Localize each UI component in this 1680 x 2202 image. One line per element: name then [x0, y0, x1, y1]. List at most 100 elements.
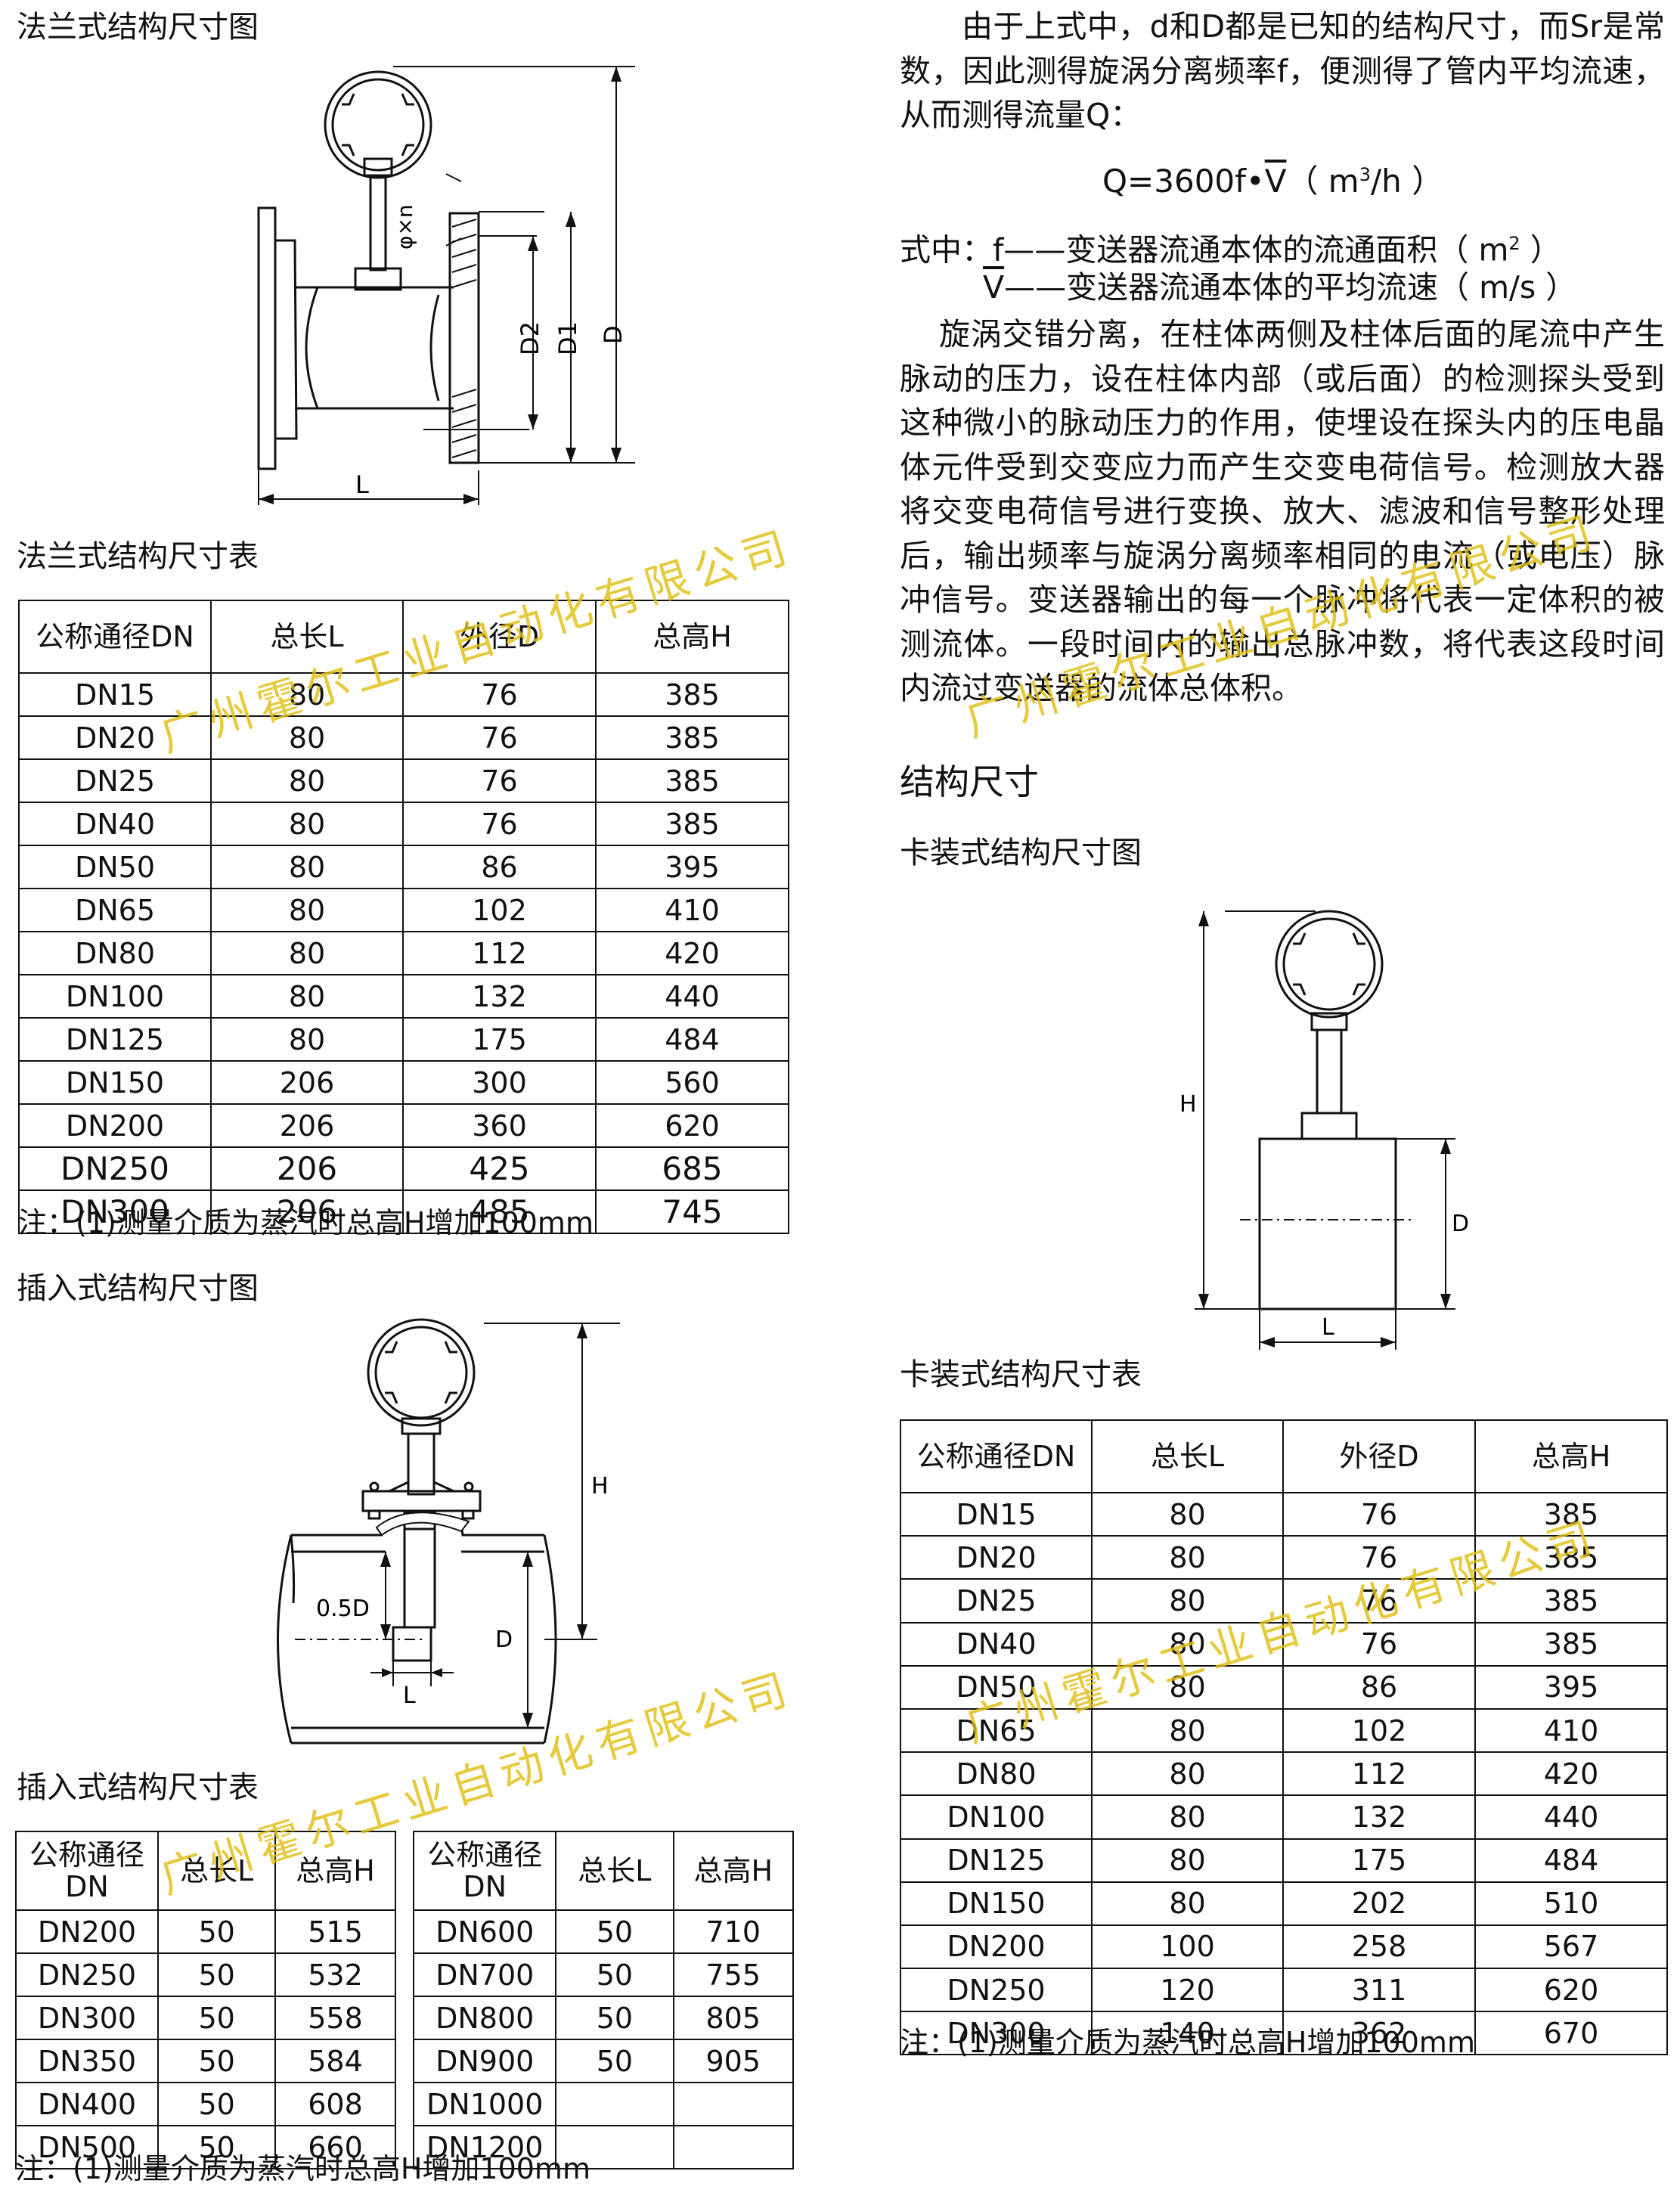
table-cell: 76 — [1282, 1491, 1476, 1537]
table-cell: 805 — [672, 1996, 795, 2040]
table-cell: 385 — [1474, 1535, 1668, 1580]
intro-paragraph: 由于上式中，d和D都是已知的结构尺寸，而Sr是常数，因此测得旋涡分离频率f，便测… — [900, 8, 1665, 133]
definition-f: 式中：f——变送器流通本体的流通面积（ m2 ） — [900, 231, 1561, 268]
table-cell: 710 — [672, 1909, 795, 1954]
flow-formula: Q=3600f•V（ m3/h ） — [1102, 155, 1443, 201]
table-cell: DN100 — [18, 974, 212, 1019]
table-cell: 80 — [210, 802, 404, 846]
table-cell: DN25 — [18, 758, 212, 803]
flange-note: 注：(1)测量介质为蒸汽时总高H增加100mm — [18, 1206, 594, 1239]
wafer-drawing: H D L — [1179, 910, 1469, 1350]
table-cell: 385 — [595, 715, 789, 760]
insertion-label-h: H — [591, 1473, 609, 1500]
table-cell: 76 — [1282, 1535, 1476, 1580]
table-cell: 50 — [555, 1909, 674, 1954]
table-gap — [394, 2039, 415, 2083]
wafer-label-l: L — [1322, 1314, 1334, 1341]
table-cell: 420 — [595, 931, 789, 975]
table-cell: DN600 — [413, 1909, 557, 1954]
table-cell: 80 — [1091, 1881, 1284, 1926]
header-height: 总高H — [274, 1831, 396, 1911]
table-cell: 420 — [1474, 1751, 1668, 1797]
table-cell: 80 — [1091, 1707, 1284, 1754]
table-cell: 258 — [1282, 1924, 1476, 1970]
table-cell: DN80 — [18, 931, 212, 975]
table-cell: 620 — [595, 1103, 789, 1148]
header-height: 总高H — [672, 1831, 795, 1911]
header-dn: 公称通径DN — [900, 1419, 1093, 1493]
flange-label-l: L — [355, 470, 369, 499]
table-gap — [394, 1953, 415, 1996]
table-cell: DN40 — [18, 802, 212, 846]
table-cell: 670 — [1474, 2011, 1668, 2056]
insertion-table-title: 插入式结构尺寸表 — [17, 1770, 259, 1805]
table-cell: 132 — [402, 974, 597, 1019]
table-cell: 206 — [210, 1103, 404, 1148]
header-height: 总高H — [595, 600, 789, 674]
table-cell: 50 — [157, 1909, 277, 1954]
table-cell: 80 — [210, 1017, 404, 1062]
table-cell: 206 — [210, 1146, 404, 1191]
table-cell: DN700 — [413, 1952, 557, 1997]
table-cell: 660 — [274, 2125, 396, 2169]
insertion-label-d: D — [495, 1627, 513, 1653]
table-cell: 510 — [1474, 1881, 1668, 1926]
table-cell — [555, 2082, 674, 2126]
table-cell: 50 — [157, 2039, 277, 2083]
table-cell: 360 — [402, 1103, 597, 1148]
header-dn: 公称通径DN — [18, 600, 212, 674]
table-cell: DN300 — [900, 2011, 1093, 2056]
table-cell: 560 — [595, 1060, 789, 1105]
table-cell: 50 — [157, 2125, 277, 2169]
flange-figure-title: 法兰式结构尺寸图 — [17, 10, 259, 45]
table-gap — [394, 2126, 415, 2169]
table-cell: 80 — [210, 974, 404, 1019]
flange-drawing: φ×n D2 D1 D L — [257, 66, 635, 505]
flange-label-d1: D1 — [553, 321, 582, 355]
table-cell: 80 — [210, 888, 404, 932]
table-cell: 685 — [595, 1146, 789, 1191]
table-cell: 558 — [274, 1996, 396, 2040]
table-cell — [672, 2125, 795, 2169]
table-cell: 385 — [1474, 1578, 1668, 1624]
table-cell: DN100 — [900, 1794, 1093, 1840]
table-cell: 385 — [1474, 1491, 1668, 1537]
table-cell: 206 — [210, 1060, 404, 1105]
table-cell: 362 — [1282, 2011, 1476, 2056]
formula-unit: （ m — [1286, 163, 1359, 200]
table-cell: 102 — [1282, 1707, 1476, 1754]
table-cell: DN800 — [413, 1996, 557, 2040]
wafer-label-d: D — [1452, 1211, 1469, 1237]
table-cell: 50 — [157, 1952, 277, 1997]
table-cell: 395 — [1474, 1664, 1668, 1710]
wafer-note: 注：(1)测量介质为蒸汽时总高H增加100mm — [900, 2026, 1475, 2059]
table-cell: 50 — [157, 1996, 277, 2040]
table-cell: DN65 — [18, 888, 212, 932]
header-diameter: 外径D — [1282, 1419, 1476, 1493]
table-cell: DN50 — [900, 1664, 1093, 1710]
table-cell: DN50 — [18, 845, 212, 889]
table-cell: 80 — [1091, 1578, 1284, 1624]
table-cell: 50 — [555, 2039, 674, 2083]
table-cell: DN80 — [900, 1751, 1093, 1797]
insertion-label-half-d: 0.5D — [316, 1596, 370, 1622]
insertion-drawing: H 0.5D D L — [277, 1318, 620, 1745]
table-cell: 175 — [1282, 1838, 1476, 1883]
formula-sup: 3 — [1359, 164, 1371, 185]
table-cell: DN300 — [14, 1996, 160, 2040]
header-dn: 公称通径DN — [413, 1831, 557, 1911]
table-cell: DN400 — [14, 2082, 160, 2126]
table-cell: DN300 — [18, 1189, 212, 1234]
table-cell: 80 — [1091, 1794, 1284, 1840]
